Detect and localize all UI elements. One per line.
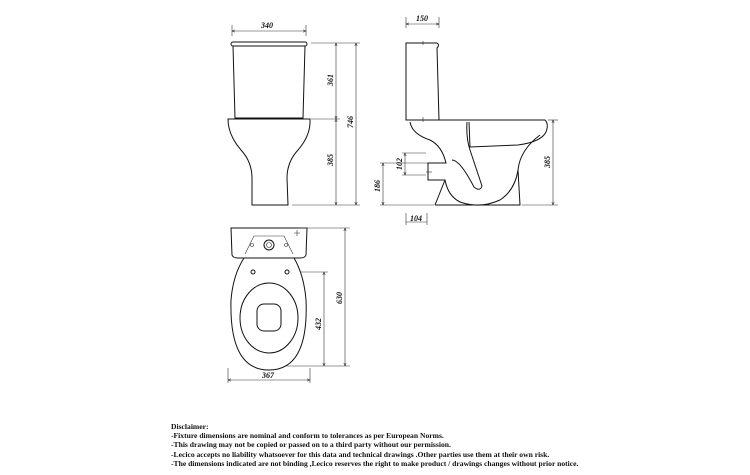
dim-outlet-offset-label: 104 xyxy=(410,214,422,223)
disclaimer-line: -The dimensions indicated are not bindin… xyxy=(171,458,579,468)
dim-outlet-height-label: 102 xyxy=(395,158,404,170)
outlet-opening xyxy=(256,303,282,332)
cistern-top xyxy=(230,227,308,259)
dim-width-label: 340 xyxy=(260,21,273,30)
disclaimer: Disclaimer: -Fixture dimensions are nomi… xyxy=(171,422,578,468)
dim-total-height-label: 746 xyxy=(346,116,355,128)
dim-bowl-height-label: 385 xyxy=(326,154,335,167)
bowl-rim xyxy=(406,119,548,148)
dim-plan-width-label: 367 xyxy=(261,371,275,380)
disclaimer-line: -Fixture dimensions are nominal and conf… xyxy=(171,431,444,441)
front-view: 340 361 385 746 xyxy=(227,21,360,206)
dim-cistern-height-label: 361 xyxy=(326,74,335,87)
bowl-front xyxy=(227,118,311,206)
base-side xyxy=(434,169,521,206)
bowl-outline xyxy=(230,257,307,371)
cistern-side xyxy=(405,42,440,121)
cistern-lid xyxy=(230,41,308,47)
dim-plan-length-label: 630 xyxy=(335,292,344,304)
disclaimer-line: -Lecico accepts no liability whatsoever … xyxy=(171,449,550,459)
dim-side-bowl-height-label: 385 xyxy=(543,156,552,169)
disclaimer-line: -This drawing may not be copied or passe… xyxy=(171,440,451,450)
dim-cistern-depth-label: 150 xyxy=(416,14,428,23)
flush-button xyxy=(263,239,275,251)
cistern-body xyxy=(232,45,306,119)
disclaimer-title: Disclaimer: xyxy=(171,422,209,431)
plan-view: 630 432 367 xyxy=(228,228,350,383)
dim-seat-length-label: 432 xyxy=(314,318,323,331)
inner-trap xyxy=(451,121,483,190)
seat-opening xyxy=(239,282,299,354)
dim-outlet-center-label: 186 xyxy=(373,180,382,192)
side-view: 150 385 102 186 104 xyxy=(373,14,558,225)
